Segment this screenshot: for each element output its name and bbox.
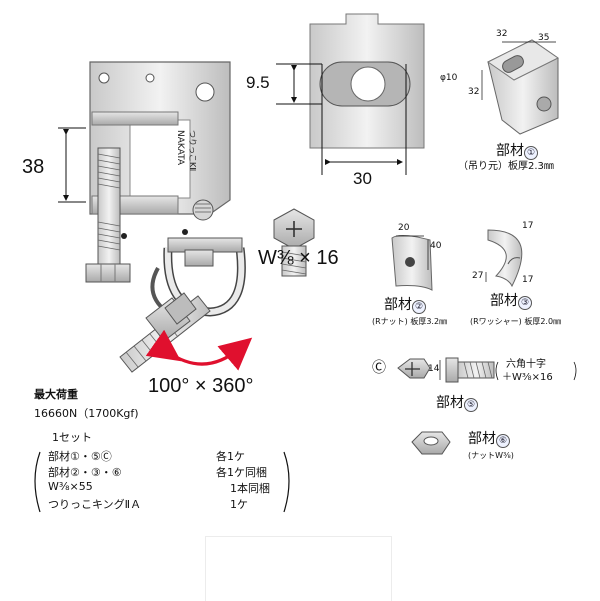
rotation-arrow (145, 329, 253, 371)
slot-width-label: 30 (353, 169, 372, 188)
slot-detail-view (276, 13, 425, 175)
part2-name: 部材 (384, 297, 412, 313)
spec-row-4: つりっこキングⅡＡ 1ケ (34, 496, 248, 512)
part5-note-line1: 六角十字 (506, 359, 546, 370)
stamp-brand: NAKATA (175, 130, 185, 166)
part5-number: ⑤ (464, 398, 478, 412)
part2-desc: (Rナット) 板厚3.2㎜ (372, 317, 448, 326)
empty-bottom-box (205, 536, 392, 601)
part3-desc: (Rワッシャー) 板厚2.0㎜ (470, 317, 562, 326)
spec-row-qty: 1本同梱 (230, 482, 270, 495)
spec-row-qty: 各1ケ (216, 450, 245, 463)
part5-marker: Ⓒ (372, 360, 386, 376)
part2-dim-w: 20 (398, 223, 410, 233)
spec-row-1: 部材①・⑤Ⓒ 各1ケ (34, 448, 245, 464)
slot-dim-label: 9.5 (246, 73, 270, 92)
part1-name: 部材 (496, 143, 524, 159)
dim-38-label: 38 (22, 156, 45, 178)
spec-row-2: 部材②・③・⑥ 各1ケ同梱 (34, 464, 267, 480)
spec-row-qty: 1ケ (230, 498, 248, 511)
set-label: 1セット (52, 431, 92, 444)
part6-drawing (411, 431, 451, 455)
load-title: 最大荷重 (34, 388, 78, 401)
part6-name: 部材 (468, 431, 496, 447)
bolt-size-label: W⅜ × 16 (258, 247, 339, 269)
rotation-label: 100° × 360° (148, 375, 254, 397)
part5-name: 部材 (436, 395, 464, 411)
part3-number: ③ (518, 296, 532, 310)
part3-dim-bottom: 17 (522, 275, 534, 285)
part6-desc: (ナットW⅜) (468, 451, 514, 460)
part3-dim-top: 17 (522, 221, 534, 231)
diagonal-bolt (119, 292, 211, 373)
small-bolt (273, 208, 315, 277)
part2-dim-h: 40 (430, 241, 442, 251)
part3-dim-side: 27 (472, 271, 484, 281)
spec-row-item: W⅜×55 (48, 480, 93, 493)
part1-diameter: φ10 (440, 73, 458, 83)
clamp-threaded-bolt (85, 147, 131, 283)
part1-number: ① (524, 146, 538, 160)
stamp-product: つりっこKⅡ (188, 130, 197, 172)
part2-drawing (391, 234, 433, 291)
spec-bracket-right (283, 451, 290, 513)
part1-dim-a: 32 (496, 29, 508, 39)
part3-name: 部材 (490, 293, 518, 309)
clamp-body (89, 61, 231, 221)
part5-note-line2: ＋W⅜×16 (502, 372, 553, 383)
part5-drawing (397, 357, 577, 383)
dim-38-lines (58, 127, 86, 203)
spec-row-item: つりっこキングⅡＡ (48, 498, 142, 511)
part1-dim-c: 32 (468, 87, 480, 97)
spec-block: 最大荷重 16660N（1700Kgf) 1セット 部材①・⑤Ⓒ 各1ケ 部材②… (34, 386, 270, 512)
spec-row-qty: 各1ケ同梱 (216, 466, 267, 479)
spec-row-3: W⅜×55 1本同梱 (34, 480, 270, 496)
spec-row-item: 部材①・⑤Ⓒ (48, 450, 112, 463)
part5-dim: 14 (428, 364, 440, 374)
part1-desc: （吊り元）板厚2.3㎜ (458, 161, 554, 172)
part2-number: ② (412, 300, 426, 314)
spec-bracket (34, 451, 41, 513)
part1-drawing (481, 39, 559, 135)
load-value: 16660N（1700Kgf) (34, 407, 139, 420)
part3-drawing (485, 229, 523, 288)
part6-number: ⑥ (496, 434, 510, 448)
part1-dim-b: 35 (538, 33, 550, 43)
spec-row-item: 部材②・③・⑥ (48, 466, 122, 479)
